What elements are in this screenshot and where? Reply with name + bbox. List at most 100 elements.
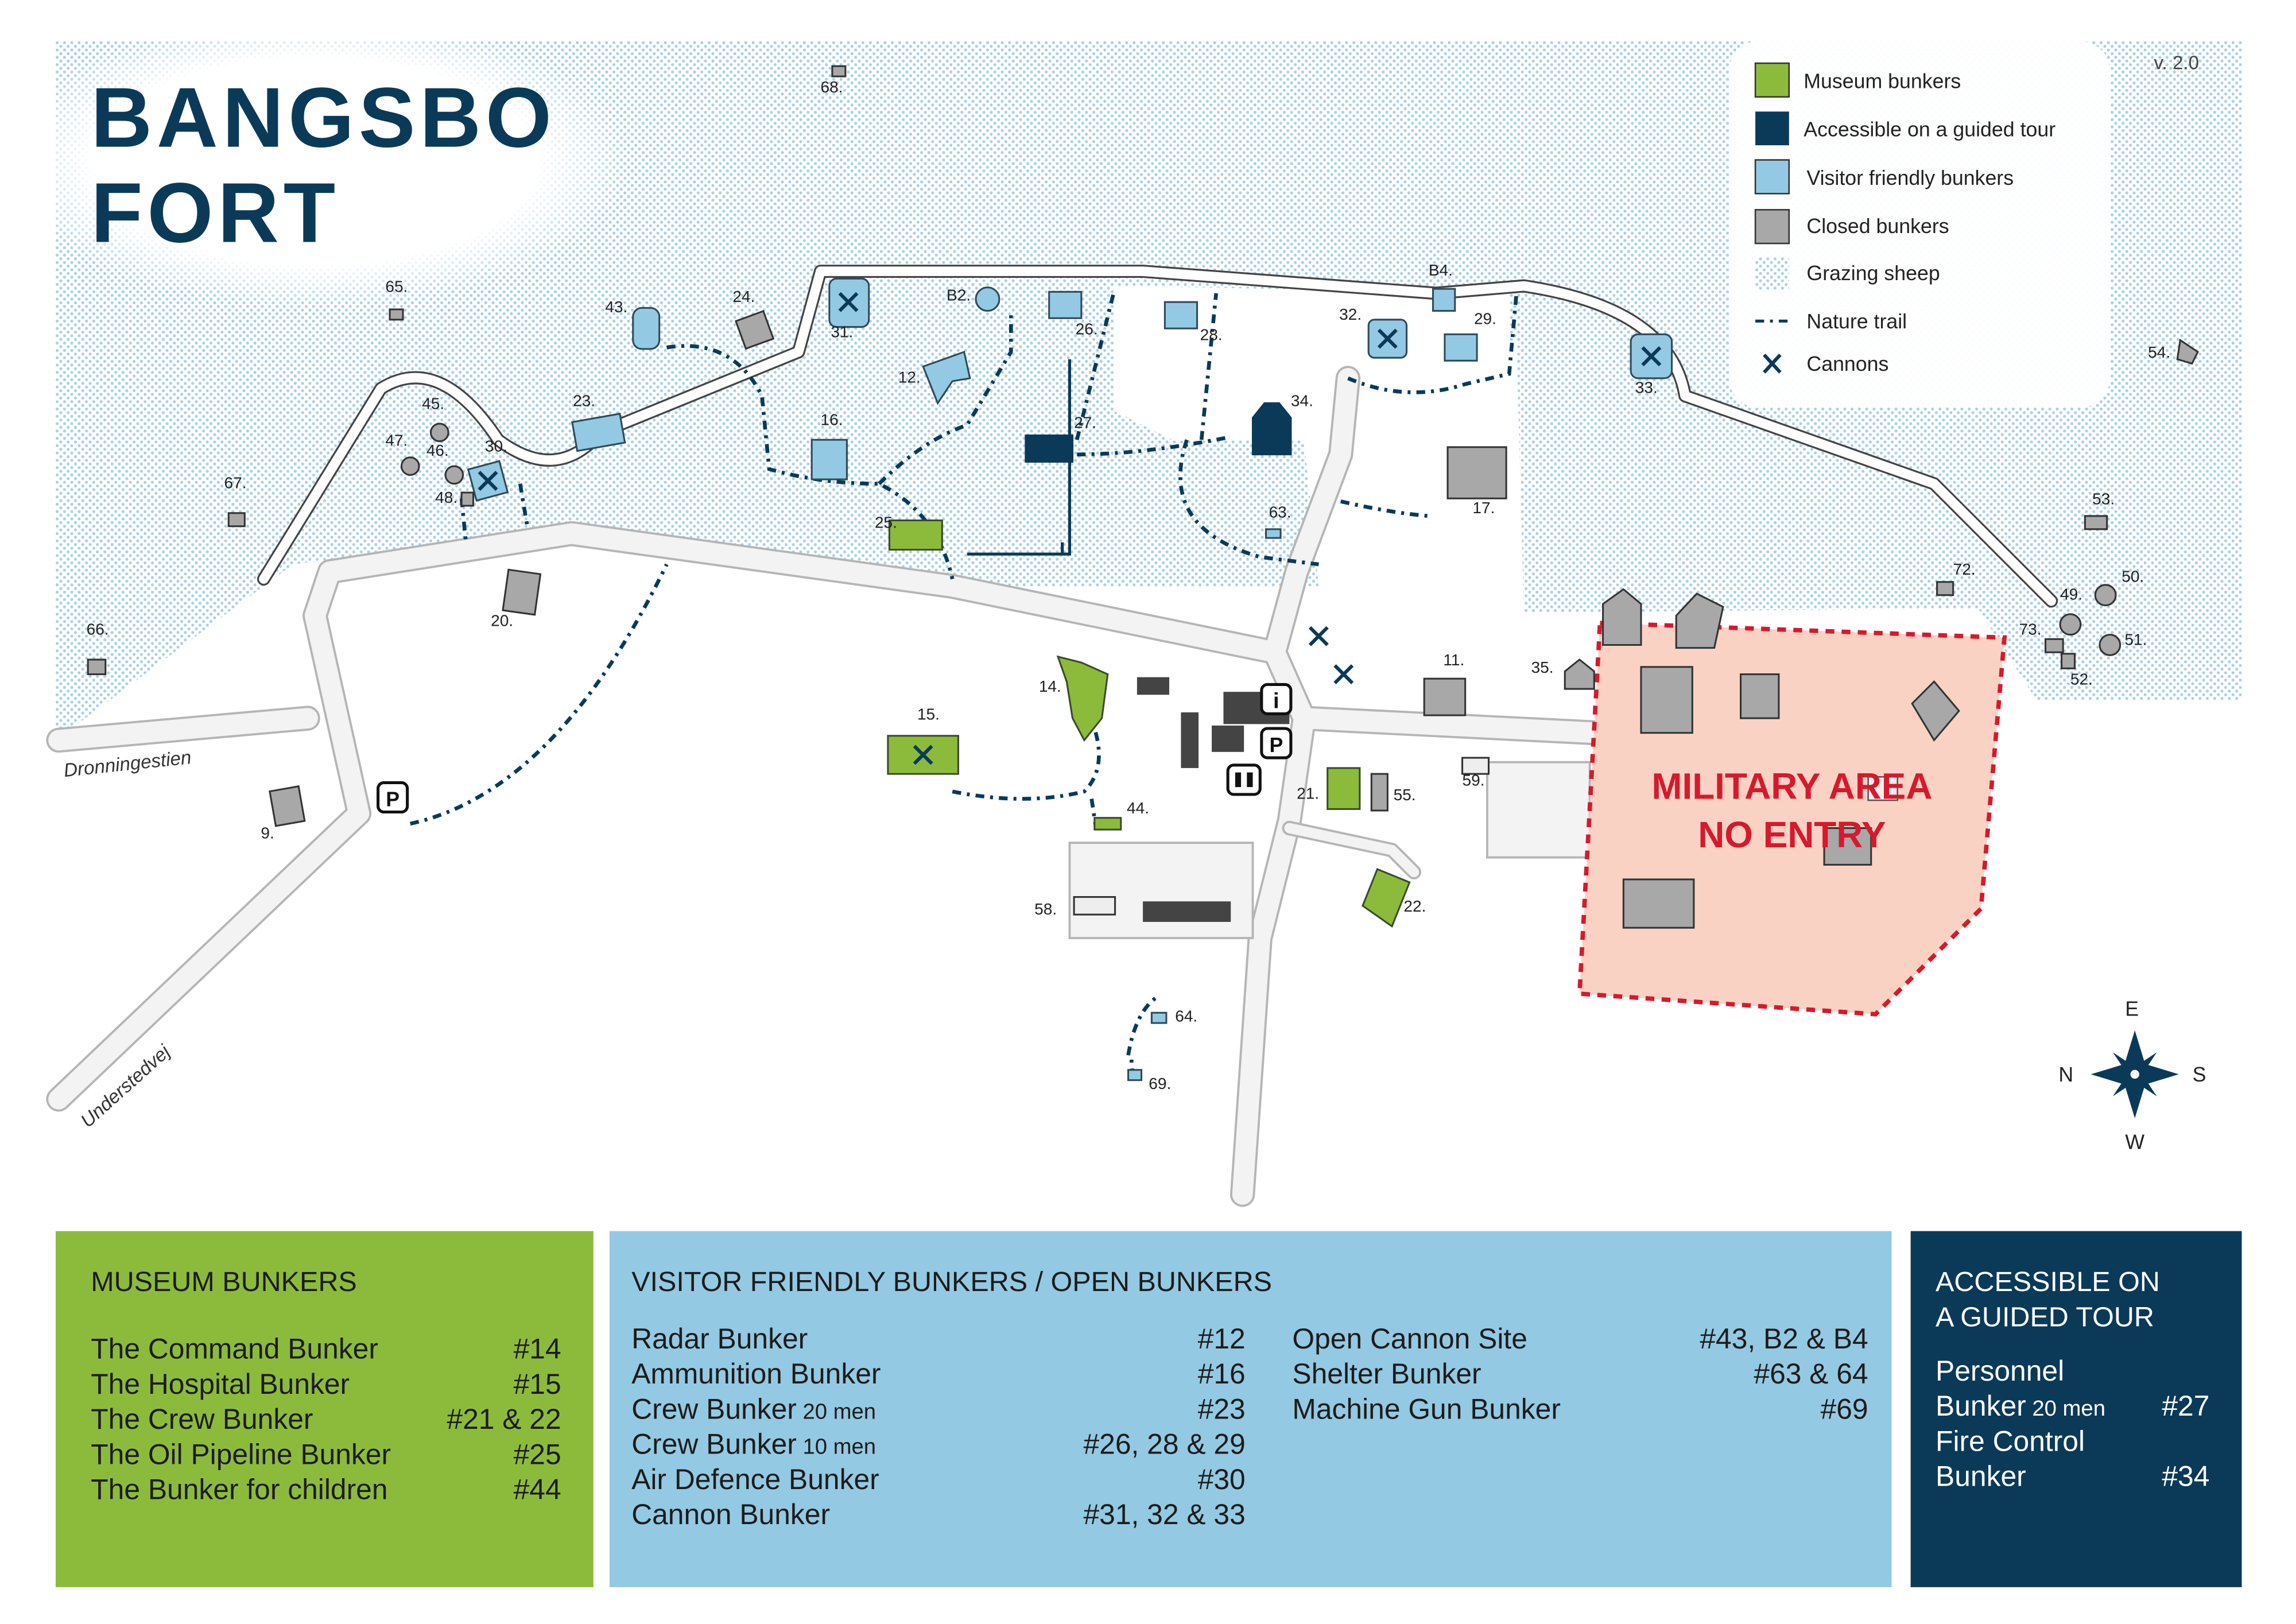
- bunker-number-label: 24.: [732, 288, 755, 305]
- bunker-46[interactable]: [444, 465, 464, 485]
- bunker-12[interactable]: [922, 350, 971, 405]
- bunker-number-label: 72.: [1953, 560, 1976, 578]
- cannon-icon: [913, 745, 933, 765]
- bunker-52[interactable]: [2061, 653, 2076, 669]
- bunker-list-name: Cannon Bunker: [631, 1498, 830, 1530]
- legend-trail-label: Nature trail: [1806, 310, 1907, 333]
- bunker-67[interactable]: [227, 512, 246, 528]
- bunker-number-label: 15.: [917, 706, 940, 723]
- bunker-number-label: 45.: [422, 395, 444, 413]
- bunker-16[interactable]: [810, 439, 848, 480]
- bunker-list-number: #12: [1198, 1323, 1246, 1355]
- bunker-43[interactable]: [632, 307, 661, 350]
- bunker-26[interactable]: [1048, 290, 1083, 319]
- bunker-69[interactable]: [1127, 1069, 1143, 1082]
- bunker-58[interactable]: [1073, 896, 1116, 916]
- bunker-list-number: #25: [514, 1438, 561, 1470]
- bunker-73[interactable]: [2044, 638, 2064, 653]
- bunker-35[interactable]: [1564, 658, 1595, 690]
- cannon-icon: [1641, 346, 1662, 367]
- bunker-11[interactable]: [1423, 677, 1467, 716]
- bunker-48[interactable]: [460, 491, 475, 507]
- bunker-59[interactable]: [1461, 757, 1490, 775]
- bunker-28[interactable]: [1163, 301, 1199, 330]
- bunker-number-label: 21.: [1297, 785, 1319, 803]
- bunker-number-label: 27.: [1074, 414, 1096, 432]
- bunker-list-number: #14: [514, 1333, 561, 1365]
- compass-south: S: [2193, 1063, 2206, 1086]
- bunker-guard-2[interactable]: [1675, 592, 1724, 649]
- bunker-list-name: Fire Control: [1936, 1425, 2085, 1457]
- bunker-50[interactable]: [2094, 584, 2117, 607]
- bunker-65[interactable]: [389, 308, 404, 321]
- legend-closed-swatch: [1754, 209, 1790, 245]
- bunker-number-label: 63.: [1269, 503, 1292, 521]
- bunker-B2[interactable]: [975, 286, 1000, 312]
- legend-sheep-swatch: [1755, 257, 1789, 290]
- bunker-44[interactable]: [1093, 817, 1122, 831]
- bunker-number-label: 48.: [435, 489, 457, 506]
- bunker-number-label: 59.: [1463, 772, 1485, 789]
- bunker-number-label: 32.: [1339, 305, 1362, 323]
- info-point[interactable]: i: [1260, 683, 1293, 716]
- bunker-list-name: Shelter Bunker: [1292, 1358, 1481, 1390]
- bunker-21[interactable]: [1327, 767, 1361, 810]
- legend-museum-swatch: [1754, 62, 1790, 98]
- bunker-51[interactable]: [2099, 634, 2122, 656]
- bunker-number-label: 54.: [2148, 343, 2170, 361]
- bunker-53[interactable]: [2084, 515, 2108, 530]
- parking-west[interactable]: P: [377, 781, 409, 814]
- bunker-9[interactable]: [269, 785, 306, 827]
- bunker-number-label: 51.: [2124, 630, 2147, 648]
- legend-visitor-swatch: [1754, 159, 1790, 195]
- bunker-number-label: 16.: [820, 411, 843, 429]
- bunker-number-label: 52.: [2070, 670, 2093, 688]
- parking-icon: P: [386, 788, 400, 811]
- bunker-14[interactable]: [1056, 655, 1109, 742]
- bunker-number-label: B2.: [947, 286, 971, 304]
- bunker-34[interactable]: [1251, 402, 1292, 456]
- map-labels: 68.65.43.24.31.B2.26.28.B4.32.29.33.54.4…: [87, 78, 2171, 1092]
- version-label: v. 2.0: [2154, 52, 2199, 73]
- bunker-24[interactable]: [734, 309, 775, 350]
- bunker-list-number: #23: [1198, 1393, 1246, 1425]
- bunker-number-label: 65.: [385, 277, 408, 295]
- museum-panel-heading: MUSEUM BUNKERS: [91, 1266, 356, 1297]
- bunker-72[interactable]: [1936, 581, 1954, 596]
- bunker-22[interactable]: [1362, 868, 1411, 928]
- bunker-number-label: B4.: [1429, 261, 1453, 279]
- bunker-68[interactable]: [831, 65, 847, 77]
- bunker-B4[interactable]: [1432, 288, 1456, 312]
- parking-icon: P: [1269, 734, 1283, 757]
- bunker-number-label: 44.: [1127, 799, 1149, 817]
- bunker-17[interactable]: [1446, 446, 1507, 499]
- bunker-number-label: 64.: [1175, 1007, 1197, 1025]
- bunker-54[interactable]: [2176, 338, 2199, 365]
- bunker-66[interactable]: [87, 658, 107, 676]
- bunker-55[interactable]: [1370, 773, 1389, 812]
- bunker-29[interactable]: [1444, 333, 1478, 362]
- bunker-23[interactable]: [571, 412, 626, 452]
- bunker-64[interactable]: [1150, 1011, 1168, 1024]
- building-1: [1137, 677, 1170, 695]
- bunker-number-label: 49.: [2060, 585, 2082, 603]
- bunker-number-label: 30.: [485, 437, 507, 455]
- legend-cannon-label: Cannons: [1806, 352, 1888, 375]
- bunker-number-label: 14.: [1039, 677, 1061, 695]
- bunker-list-name: Personnel: [1936, 1355, 2064, 1387]
- bunker-63[interactable]: [1265, 528, 1282, 539]
- museum-panel: [56, 1231, 594, 1587]
- bunker-guard-1[interactable]: [1602, 588, 1642, 646]
- bunker-20[interactable]: [502, 568, 542, 616]
- bunker-49[interactable]: [2059, 613, 2082, 636]
- bunker-47[interactable]: [400, 456, 420, 476]
- bunker-27[interactable]: [1025, 434, 1074, 463]
- bunker-list-name: Bunker: [1936, 1460, 2026, 1493]
- bunker-25[interactable]: [888, 519, 943, 551]
- legend-visitor-label: Visitor friendly bunkers: [1806, 166, 2014, 189]
- bunker-list-name: Crew Bunker 10 men: [631, 1428, 876, 1460]
- parking-visitor-centre[interactable]: P: [1260, 727, 1293, 759]
- bunker-45[interactable]: [429, 423, 449, 443]
- bunker-number-label: 47.: [385, 431, 408, 449]
